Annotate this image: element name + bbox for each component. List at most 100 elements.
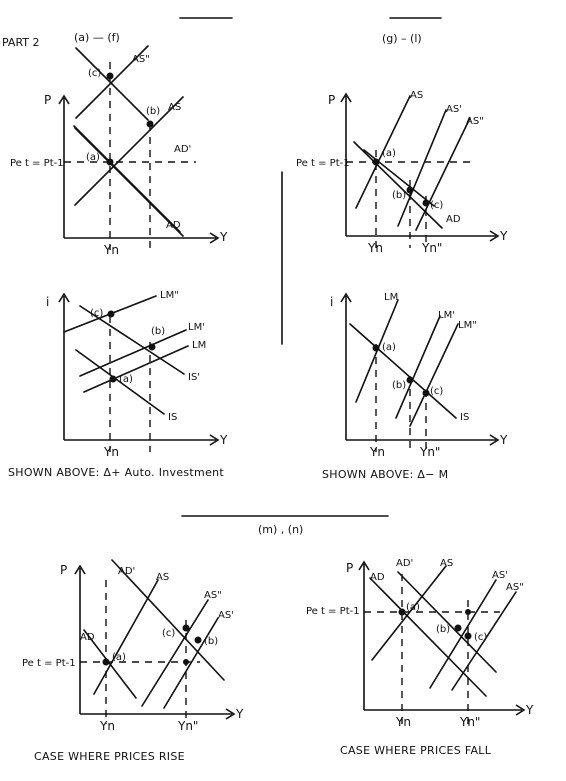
price-axis-arrow xyxy=(74,564,86,575)
ad-curve xyxy=(73,125,181,233)
label-lm-prime: LM' xyxy=(188,322,205,333)
label-lm-double: LM" xyxy=(160,290,179,301)
label-point-a: (a) xyxy=(119,374,133,385)
label-point-b: (b) xyxy=(392,380,406,391)
label-ad: AD xyxy=(446,214,461,225)
label-ad: AD xyxy=(370,572,385,583)
label-ad-prime: AD' xyxy=(118,566,135,577)
range-right-label: (g) – (l) xyxy=(382,32,422,45)
label-expected-price: Pe t = Pt-1 xyxy=(22,658,76,669)
label-as: AS xyxy=(440,558,453,569)
caption-bottom-left: CASE WHERE PRICES RISE xyxy=(34,750,185,763)
is-prime-curve xyxy=(79,305,185,375)
label-expected-price: Pe t = Pt-1 xyxy=(306,606,360,617)
output-axis-arrow xyxy=(209,232,220,244)
output-axis-label: Y xyxy=(235,707,244,721)
output-axis-label: Y xyxy=(499,433,508,447)
point-d xyxy=(465,609,471,615)
price-axis-label: P xyxy=(346,561,353,575)
point-d xyxy=(183,659,189,665)
price-axis-arrow xyxy=(340,92,352,103)
label-point-c: (c) xyxy=(430,386,443,397)
label-point-b: (b) xyxy=(151,326,165,337)
as-curve xyxy=(74,96,184,206)
label-as-double: AS" xyxy=(132,54,150,65)
as-double-curve xyxy=(141,599,209,707)
price-axis-label: P xyxy=(60,563,67,577)
point-c xyxy=(464,632,472,640)
label-point-c: (c) xyxy=(474,632,487,643)
label-lm: LM xyxy=(384,292,398,303)
label-as-double: AS" xyxy=(506,582,524,593)
output-axis-arrow xyxy=(225,708,236,720)
label-point-b: (b) xyxy=(392,190,406,201)
label-yn: Yn xyxy=(99,719,115,733)
lm-double-curve xyxy=(409,323,459,427)
label-is: IS xyxy=(168,412,177,423)
label-as: AS xyxy=(410,90,423,101)
label-yn: Yn xyxy=(367,241,383,255)
lm-prime-curve xyxy=(395,315,441,419)
point-c xyxy=(106,72,114,80)
label-yn: Yn xyxy=(369,445,385,459)
range-left-label: (a) — (f) xyxy=(74,31,120,44)
point-c xyxy=(422,199,430,207)
label-is-prime: IS' xyxy=(188,372,200,383)
as-prime-curve xyxy=(397,109,447,227)
output-axis-label: Y xyxy=(525,703,534,717)
label-point-a: (a) xyxy=(382,342,396,353)
label-point-a: (a) xyxy=(112,652,126,663)
point-b xyxy=(406,186,414,194)
point-a xyxy=(398,608,406,616)
interest-axis-arrow xyxy=(340,292,352,303)
diagram-middle-right-is-lm: i Y (a) (b) (c) LM LM' LM" IS Yn Yn" SHO… xyxy=(322,292,508,481)
diagram-top-right-ad-as: P Y (a) (b) (c) AS AS' AS" AD Pe t = Pt-… xyxy=(296,90,508,255)
price-axis-label: P xyxy=(328,93,335,107)
point-a xyxy=(106,158,114,166)
label-point-b: (b) xyxy=(204,636,218,647)
label-point-c: (c) xyxy=(88,68,101,79)
label-is: IS xyxy=(460,412,469,423)
is-curve xyxy=(349,323,457,419)
ad-prime-upper-segment xyxy=(75,47,149,121)
point-a xyxy=(372,344,380,352)
label-yn-double: Yn" xyxy=(459,715,480,729)
label-yn: Yn xyxy=(103,243,119,257)
label-ad: AD xyxy=(80,632,95,643)
point-b xyxy=(406,376,414,384)
output-axis-arrow xyxy=(515,704,526,716)
point-b xyxy=(148,343,156,351)
caption-left-middle: SHOWN ABOVE: Δ+ Auto. Investment xyxy=(8,466,224,479)
as-prime-curve xyxy=(429,579,497,689)
output-axis-arrow xyxy=(489,434,500,446)
as-double-curve xyxy=(451,591,517,691)
price-axis-arrow xyxy=(58,94,70,105)
ad-curve xyxy=(353,141,443,229)
label-expected-price: Pe t = Pt-1 xyxy=(10,158,64,169)
output-axis-label: Y xyxy=(219,230,228,244)
as-double-curve xyxy=(415,117,471,231)
label-yn-double: Yn" xyxy=(419,445,440,459)
diagram-top-left-ad-as: P Y (a) (b) (c) AS" AS AD' AD Pe t = Pt-… xyxy=(10,45,228,257)
label-as-prime: AS' xyxy=(492,570,508,581)
label-point-a: (a) xyxy=(406,602,420,613)
point-c xyxy=(182,624,190,632)
interest-axis-arrow xyxy=(58,292,70,303)
output-axis-label: Y xyxy=(219,433,228,447)
output-axis-label: Y xyxy=(499,229,508,243)
point-a xyxy=(102,658,110,666)
interest-axis-label: i xyxy=(46,295,49,309)
label-point-c: (c) xyxy=(430,200,443,211)
label-as-prime: AS' xyxy=(218,610,234,621)
point-c xyxy=(422,389,430,397)
as-prime-curve xyxy=(75,45,149,119)
label-point-a: (a) xyxy=(382,148,396,159)
label-as-double: AS" xyxy=(466,116,484,127)
lm-prime-curve xyxy=(79,329,187,377)
point-b xyxy=(194,636,202,644)
as-prime-curve xyxy=(163,617,219,709)
label-point-c: (c) xyxy=(162,628,175,639)
point-a xyxy=(372,158,380,166)
point-a xyxy=(109,375,117,383)
